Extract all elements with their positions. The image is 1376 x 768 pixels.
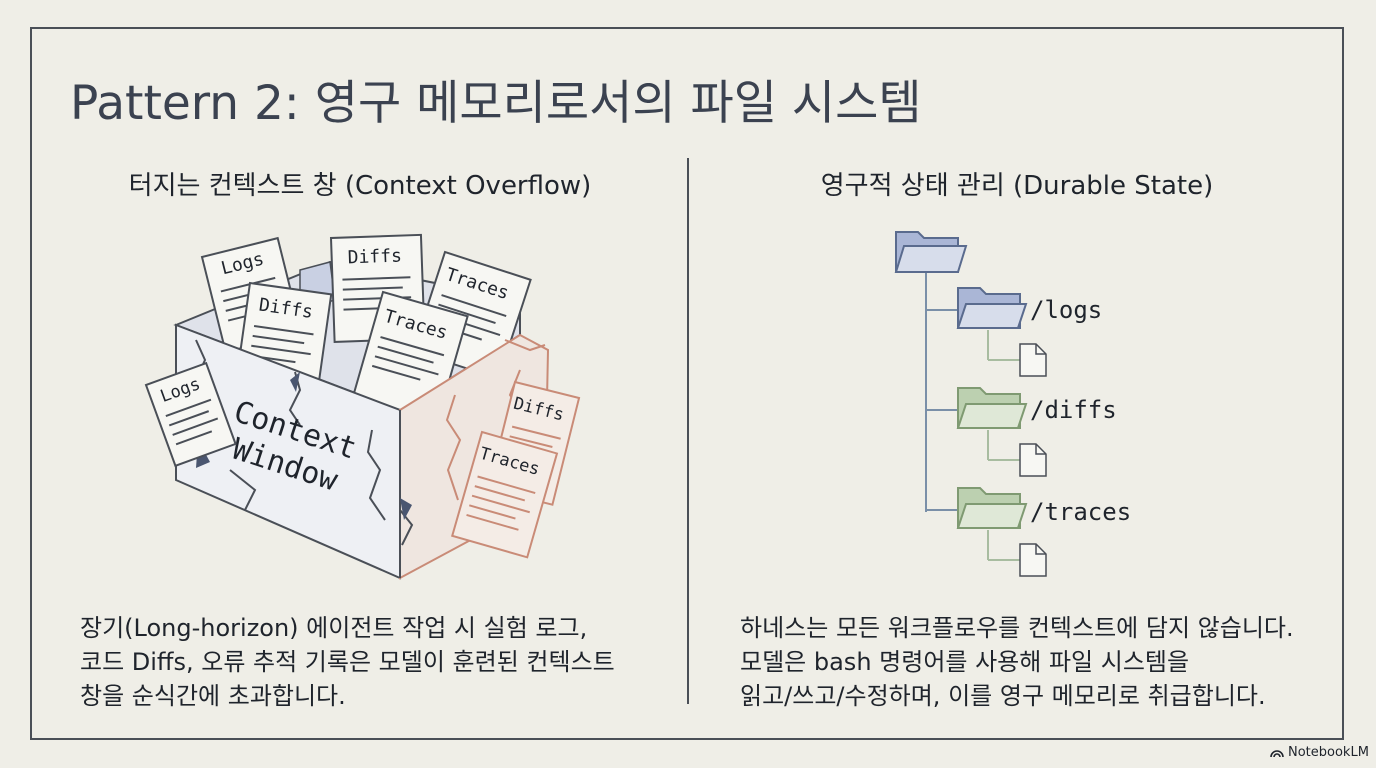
root-folder-icon (894, 231, 968, 273)
diffs-folder-icon (956, 387, 1028, 429)
left-paragraph-line: 코드 Diffs, 오류 추적 기록은 모델이 훈련된 컨텍스트 (80, 648, 615, 676)
logs-file-icon (1019, 343, 1047, 377)
diffs-file-icon (1019, 443, 1047, 477)
logs-folder-label: /logs (1030, 296, 1102, 324)
left-paragraph-line: 창을 순식간에 초과합니다. (80, 682, 346, 710)
logs-folder-icon (956, 287, 1028, 329)
traces-file-icon (1019, 543, 1047, 577)
notebooklm-logo-icon (1270, 749, 1284, 757)
right-paragraph: 하네스는 모든 워크플로우를 컨텍스트에 담지 않습니다. 모델은 bash 명… (740, 611, 1320, 713)
slide-title: Pattern 2: 영구 메모리로서의 파일 시스템 (70, 76, 922, 131)
left-paragraph-line: 장기(Long-horizon) 에이전트 작업 시 실험 로그, (80, 614, 588, 642)
right-heading: 영구적 상태 관리 (Durable State) (820, 171, 1214, 201)
traces-folder-icon (956, 487, 1028, 529)
doc-traces-spilled: Traces (450, 430, 559, 559)
traces-folder-label: /traces (1030, 498, 1131, 526)
column-divider (687, 158, 689, 704)
svg-text:Diffs: Diffs (347, 246, 402, 269)
right-paragraph-line: 모델은 bash 명령어를 사용해 파일 시스템을 (740, 648, 1190, 676)
doc-logs-spilled: Logs (144, 361, 237, 468)
brand-watermark: NotebookLM (1270, 745, 1369, 760)
left-paragraph: 장기(Long-horizon) 에이전트 작업 시 실험 로그, 코드 Dif… (80, 611, 660, 713)
right-paragraph-line: 하네스는 모든 워크플로우를 컨텍스트에 담지 않습니다. (740, 614, 1294, 642)
slide-frame (30, 27, 1344, 740)
right-paragraph-line: 읽고/쓰고/수정하며, 이를 영구 메모리로 취급합니다. (740, 682, 1266, 710)
diffs-folder-label: /diffs (1030, 396, 1117, 424)
brand-label: NotebookLM (1288, 745, 1369, 760)
left-heading: 터지는 컨텍스트 창 (Context Overflow) (128, 171, 592, 201)
